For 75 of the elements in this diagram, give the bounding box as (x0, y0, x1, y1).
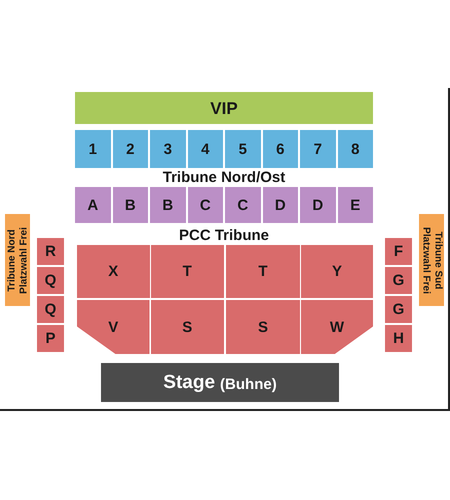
seating-section (385, 325, 412, 352)
section-label: VIP (210, 100, 238, 116)
section-label: P (45, 331, 56, 346)
seating-section (150, 187, 186, 223)
stage-block (101, 363, 339, 402)
seating-section (301, 245, 373, 298)
section-label: C (200, 198, 211, 212)
seating-section (226, 300, 300, 354)
section-label: 4 (201, 142, 210, 156)
seating-section (300, 130, 336, 168)
area-label: PCC Tribune (178, 228, 270, 243)
section-label: X (108, 264, 118, 279)
seating-section (37, 267, 64, 294)
section-label: R (45, 244, 56, 259)
section-label: B (162, 198, 174, 212)
seating-section (112, 187, 148, 223)
seating-section (150, 130, 186, 168)
section-label: V (108, 320, 118, 334)
seating-section (188, 187, 223, 223)
seating-section (338, 187, 373, 223)
section-label: G (392, 302, 404, 317)
section-label: Q (44, 302, 56, 317)
seating-section (225, 187, 260, 223)
seating-section (385, 267, 412, 294)
seating-section (150, 245, 224, 298)
area-label: Tribune Nord/Ost (162, 170, 286, 185)
seating-section (150, 300, 224, 354)
stage-label: Stage (163, 373, 216, 392)
section-label: F (394, 244, 404, 259)
section-label: T (182, 264, 192, 279)
section-label: A (87, 198, 98, 212)
section-label: Tribune Nord Platzwahl Frei (6, 226, 29, 296)
section-label: Tribune Sud Platzwahl Frei (420, 226, 443, 296)
section-label: 5 (238, 142, 247, 156)
section-label: C (237, 198, 248, 212)
section-label: 1 (88, 142, 97, 156)
section-label: D (312, 198, 324, 212)
section-label: B (124, 198, 136, 212)
seating-section (37, 296, 64, 323)
section-label: T (258, 264, 268, 279)
seating-section (262, 187, 298, 223)
section-label: 8 (351, 142, 360, 156)
section-label: Q (44, 273, 56, 288)
seating-section (226, 245, 300, 298)
section-label: Y (332, 264, 342, 279)
section-label: 2 (126, 142, 134, 156)
seating-section (5, 214, 30, 306)
seating-section (225, 130, 260, 168)
seating-section (300, 187, 336, 223)
stage-sublabel: (Buhne) (220, 374, 277, 392)
seating-section (77, 245, 150, 298)
seating-section (77, 300, 150, 354)
section-label: E (350, 198, 360, 212)
section-label: D (274, 198, 286, 212)
seating-section (112, 130, 148, 168)
seating-section (338, 130, 373, 168)
seating-section (37, 238, 64, 265)
seating-section (75, 130, 110, 168)
seating-section (262, 130, 298, 168)
section-label: H (393, 331, 404, 346)
vip-section (75, 92, 373, 124)
section-label: W (330, 320, 344, 334)
section-label: 6 (276, 142, 284, 156)
seating-section (301, 300, 373, 354)
section-label: G (392, 273, 404, 288)
seating-section (385, 238, 412, 265)
seating-section (419, 214, 444, 306)
section-label: S (182, 320, 192, 334)
section-label: 7 (314, 142, 322, 156)
section-label: S (258, 320, 268, 334)
seating-section (37, 325, 64, 352)
seating-section (75, 187, 110, 223)
seating-section (188, 130, 223, 168)
section-label: 3 (164, 142, 172, 156)
seating-section (385, 296, 412, 323)
